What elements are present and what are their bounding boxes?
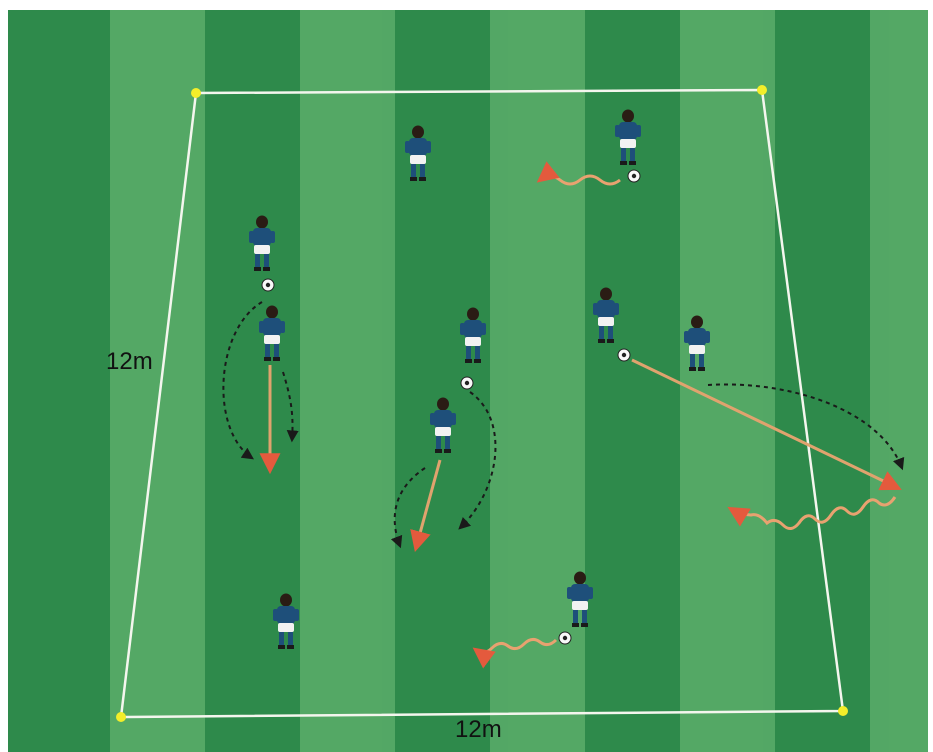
ball-icon (559, 632, 571, 644)
cone-icon (838, 706, 848, 716)
ball-icon (628, 170, 640, 182)
ball-icon (461, 377, 473, 389)
cone-icon (757, 85, 767, 95)
left-side-length-label: 12m (106, 348, 153, 376)
cone-icon (116, 712, 126, 722)
ball-icon (618, 349, 630, 361)
bottom-side-length-label: 12m (455, 716, 502, 744)
cone-icon (191, 88, 201, 98)
ball-icon (262, 279, 274, 291)
